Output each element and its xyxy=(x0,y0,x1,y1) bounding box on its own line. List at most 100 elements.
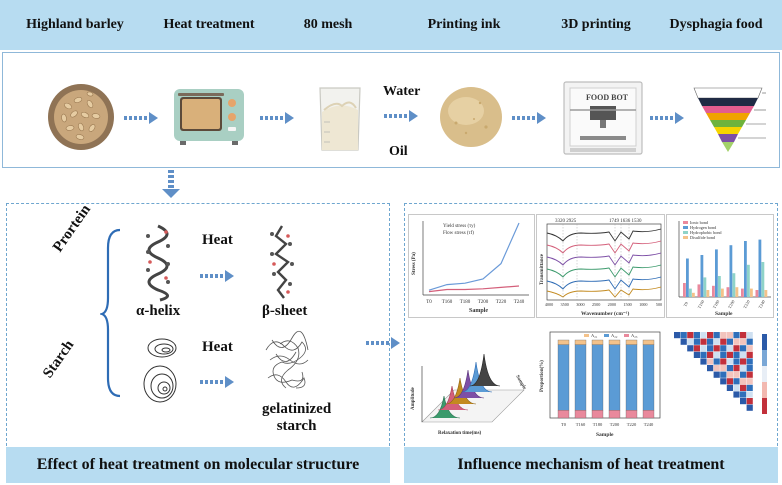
heatmap-cell xyxy=(680,345,687,352)
bond-bar xyxy=(692,292,695,297)
bond-bar xyxy=(700,255,704,297)
heatmap-cell xyxy=(720,332,727,339)
heatmap-cell xyxy=(733,378,740,385)
heatmap-cell xyxy=(693,404,700,411)
bond-bar xyxy=(697,284,701,297)
heatmap-cell xyxy=(700,351,707,358)
proportion-bar-segment xyxy=(608,339,621,345)
relaxation-chart: Relaxation time(ms) Amplitude Sample xyxy=(408,326,533,438)
tick-label: T0 xyxy=(561,422,567,427)
heatmap-cell xyxy=(687,404,694,411)
tick-label: 1000 xyxy=(639,302,647,307)
proportion-bar-segment xyxy=(608,410,621,419)
bonds-xlabel: Sample xyxy=(715,311,733,317)
heatmap-cell xyxy=(740,371,747,378)
flow-stress-series-line xyxy=(428,222,520,291)
ftir-ylabel: Transmittance xyxy=(540,253,545,285)
heatmap-cell xyxy=(746,345,753,352)
heatmap-cell xyxy=(687,378,694,385)
iddsi-pyramid-image xyxy=(693,87,766,152)
tick-label: T160 xyxy=(442,300,453,305)
heatmap-cell xyxy=(713,404,720,411)
heatmap-cell xyxy=(726,365,733,372)
heatmap-cell xyxy=(713,351,720,358)
proportion-bar-segment xyxy=(574,344,587,411)
heatmap-cell xyxy=(680,351,687,358)
heatmap-cell xyxy=(674,365,681,372)
bond-bar xyxy=(706,290,710,297)
bond-bar xyxy=(750,288,753,297)
heatmap-cell xyxy=(726,391,733,398)
stress-legend-1: Yield stress (τy) xyxy=(443,224,476,229)
heatmap-cell xyxy=(674,378,681,385)
heatmap-cell xyxy=(740,378,747,385)
heatmap-cell xyxy=(713,358,720,365)
heatmap-cell xyxy=(746,378,753,385)
step-label-3d-printing: 3D printing xyxy=(561,17,631,32)
heatmap-cell xyxy=(720,384,727,391)
flour-beaker-image xyxy=(319,87,361,151)
heatmap-cell xyxy=(680,358,687,365)
process-panel xyxy=(2,52,780,168)
heatmap-cell xyxy=(687,384,694,391)
heatmap-cell xyxy=(733,404,740,411)
bond-bar xyxy=(686,258,689,297)
proportion-bar-segment xyxy=(591,410,604,419)
heatmap-cell xyxy=(707,358,714,365)
heatmap-cell xyxy=(746,404,753,411)
heat-arrow-icon xyxy=(200,376,234,388)
heat-label-protein: Heat xyxy=(202,232,233,248)
heatmap-cell xyxy=(693,398,700,405)
tick-label: 1500 xyxy=(623,302,631,307)
heatmap-cell xyxy=(746,398,753,405)
heatmap-cell xyxy=(746,351,753,358)
heatmap-cell xyxy=(733,398,740,405)
heatmap-cell xyxy=(713,338,720,345)
bond-bar xyxy=(764,290,768,297)
heatmap-colorbar-segment xyxy=(762,366,767,382)
heatmap-cell xyxy=(746,391,753,398)
proportion-bar-segment xyxy=(625,410,638,419)
heatmap-cell xyxy=(687,365,694,372)
heatmap-cell xyxy=(713,398,720,405)
beta-sheet-label: β-sheet xyxy=(262,303,308,319)
bond-bar xyxy=(712,285,715,297)
heatmap-cell xyxy=(720,345,727,352)
heatmap-cell xyxy=(693,378,700,385)
proportion-bar-segment xyxy=(625,339,638,345)
proportion-bar-segment xyxy=(574,410,587,419)
heatmap-cell xyxy=(700,332,707,339)
step-label-80-mesh: 80 mesh xyxy=(303,17,353,32)
heatmap-cell xyxy=(720,351,727,358)
heatmap-cell xyxy=(693,391,700,398)
prop-xlabel: Sample xyxy=(596,432,614,438)
heatmap-cell xyxy=(740,384,747,391)
heatmap-cell xyxy=(713,391,720,398)
ink-input-oil: Oil xyxy=(389,144,408,159)
process-arrow-icon xyxy=(512,112,546,124)
printing-ink-dough-image xyxy=(440,87,502,147)
grouping-brace-icon xyxy=(100,228,121,398)
heatmap-cell xyxy=(700,398,707,405)
proportion-bar-segment xyxy=(574,339,587,345)
heatmap-cell xyxy=(700,338,707,345)
bond-bar xyxy=(689,288,692,297)
heatmap-cell xyxy=(707,371,714,378)
heatmap-cell xyxy=(746,365,753,372)
process-arrow-icon xyxy=(650,112,684,124)
molecular-caption-bar xyxy=(6,447,390,483)
heatmap-cell xyxy=(693,371,700,378)
prop-legend-1: A₂₁ xyxy=(591,333,598,338)
bond-bar xyxy=(758,239,762,297)
heatmap-cell xyxy=(693,384,700,391)
heatmap-cell xyxy=(733,365,740,372)
bond-bar xyxy=(726,287,730,297)
heatmap-cell xyxy=(680,404,687,411)
yield-stress-series-line xyxy=(428,285,520,293)
tick-label: 500 xyxy=(656,302,662,307)
bond-bar xyxy=(721,288,724,297)
tick-label: T180 xyxy=(593,422,603,427)
heatmap-cell xyxy=(687,332,694,339)
